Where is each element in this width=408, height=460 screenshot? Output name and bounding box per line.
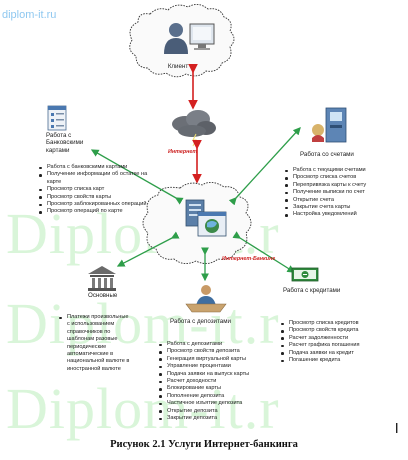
list-item: Открытие счета: [284, 197, 402, 204]
arrow-server-credits: [232, 231, 296, 273]
list-item: Генерация виртуальной карты: [158, 356, 274, 363]
deposits-list: Работа с депозитами Просмотр свойств деп…: [158, 341, 274, 422]
list-item: Закрытие депозита: [158, 415, 274, 422]
list-item: Настройка уведомлений: [284, 211, 402, 218]
list-item: Просмотр операций по карте: [38, 208, 150, 215]
atm-icon: [312, 107, 347, 143]
list-item: Просмотр списка карт: [38, 186, 150, 193]
list-item: Платежи произвольные с использованием сп…: [58, 314, 132, 373]
arrow-server-basic: [116, 231, 180, 267]
client-label: Клиент: [167, 63, 189, 70]
monitor-icon: [189, 23, 215, 50]
list-item: Работа с текущими счетами: [284, 167, 402, 174]
watermark-site: diplom-it.ru: [2, 9, 57, 21]
list-item: Подача заявки на кредит: [280, 350, 392, 357]
list-item: Частичное изъятие депозита: [158, 400, 274, 407]
document-icon: [47, 105, 67, 131]
deposits-title: Работа с депозитами: [170, 318, 231, 325]
list-item: Пополнение депозита: [158, 393, 274, 400]
clerk-icon: [185, 285, 227, 313]
internet-banking-label: Интернет-Банкинг: [222, 256, 276, 262]
list-item: Закрытие счета карты: [284, 204, 402, 211]
watermark-large-3: Diplom-it.r: [6, 376, 280, 441]
arrow-server-accounts: [228, 127, 301, 206]
accounts-list: Работа с текущими счетами Просмотр списк…: [284, 167, 402, 219]
list-item: Погашение кредита: [280, 357, 392, 364]
basic-list: Платежи произвольные с использованием сп…: [58, 314, 132, 373]
list-item: Расчет доходности: [158, 378, 274, 385]
list-item: Просмотр свойств депозита: [158, 348, 274, 355]
list-item: Расчет задолженности: [280, 335, 392, 342]
accounts-title: Работа со счетами: [300, 151, 354, 158]
page-mark: [396, 423, 398, 433]
list-item: Просмотр списка счетов: [284, 174, 402, 181]
watermark-large-2: Diplom-it.r: [6, 291, 280, 356]
bank-icon: [88, 266, 116, 291]
list-item: Подача заявки на выпуск карты: [158, 371, 274, 378]
list-item: Перепривязка карты к счету: [284, 182, 402, 189]
cards-title: Работа с Банковскими картами: [46, 132, 84, 154]
cash-icon: [291, 267, 319, 282]
storm-cloud-icon: [172, 110, 216, 147]
list-item: Открытие депозита: [158, 408, 274, 415]
list-item: Получение выписки по счет: [284, 189, 402, 196]
figure-caption: Рисунок 2.1 Услуги Интернет-банкинга: [110, 439, 298, 450]
list-item: Получение информации об остатке на карте: [38, 171, 150, 186]
list-item: Расчет графика погашения: [280, 342, 392, 349]
list-item: Блокирование карты: [158, 385, 274, 392]
list-item: Управление процентами: [158, 363, 274, 370]
basic-title: Основные: [88, 292, 118, 299]
list-item: Работа с депозитами: [158, 341, 274, 348]
list-item: Просмотр списка кредитов: [280, 320, 392, 327]
credits-list: Просмотр списка кредитов Просмотр свойст…: [280, 320, 392, 364]
list-item: Просмотр свойств карты: [38, 194, 150, 201]
arrow-server-cards: [90, 149, 184, 205]
credits-title: Работа с кредитами: [283, 287, 341, 294]
internet-label: Интернет: [168, 149, 198, 155]
list-item: Просмотр заблокированных операций: [38, 201, 150, 208]
list-item: Просмотр свойств кредита: [280, 327, 392, 334]
list-item: Работа с банковскими картами: [38, 164, 150, 171]
cards-list: Работа с банковскими картами Получение и…: [38, 164, 150, 216]
web-app-icon: [197, 211, 227, 237]
user-icon: [164, 23, 188, 54]
